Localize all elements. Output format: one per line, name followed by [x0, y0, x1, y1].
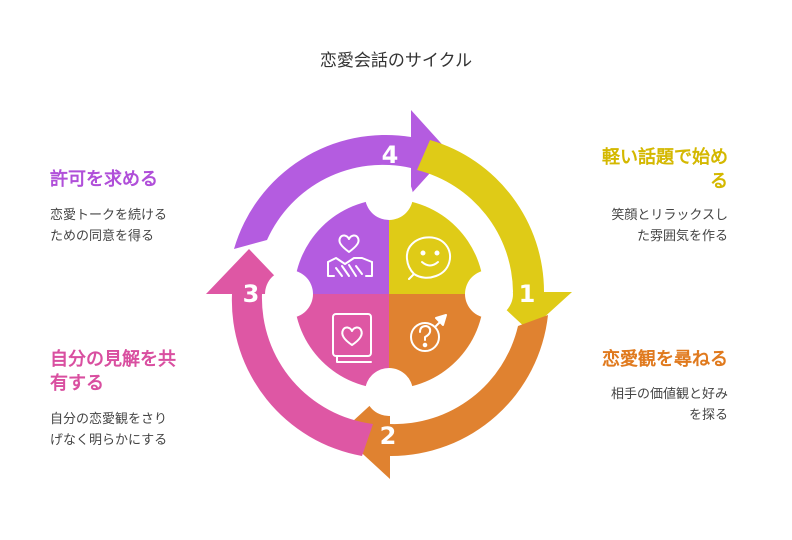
step1-desc-line2: た雰囲気を作る [636, 229, 728, 244]
step3-heading: 自分の見解を共 有する [50, 348, 176, 396]
smiling-speech-bubble-icon [406, 236, 452, 280]
step2-heading: 恋愛観を尋ねる [602, 348, 728, 372]
step2-arrow [340, 315, 548, 479]
connector-right [465, 270, 513, 318]
step3-arrow [206, 249, 373, 456]
step1-heading: 軽い話題で始め る [602, 146, 728, 194]
step3-number: 3 [243, 280, 260, 308]
question-gender-icon [410, 314, 447, 352]
step1-number: 1 [519, 280, 536, 308]
step3-heading-line1: 自分の見解を共 [50, 349, 176, 370]
step3-quadrant [294, 294, 389, 389]
connector-left [265, 270, 313, 318]
connectors [265, 172, 513, 416]
step4-number: 4 [382, 141, 399, 169]
step2-description: 相手の価値観と好み を探る [611, 384, 728, 426]
step1-description: 笑顔とリラックスし た雰囲気を作る [611, 205, 728, 247]
step1-arrow [417, 140, 572, 331]
inner-circle [294, 199, 484, 389]
step3-heading-line2: 有する [50, 373, 104, 394]
step1-desc-line1: 笑顔とリラックスし [611, 208, 728, 223]
step3-desc-line2: げなく明らかにする [50, 433, 168, 448]
step2-heading-line1: 恋愛観を尋ねる [602, 349, 728, 370]
step4-desc-line1: 恋愛トークを続ける [50, 208, 168, 223]
step4-heading-line1: 許可を求める [50, 169, 158, 190]
connector-top [365, 172, 413, 220]
heart-book-icon [332, 313, 372, 363]
heart-handshake-icon [327, 234, 373, 277]
step4-heading: 許可を求める [50, 168, 158, 192]
step1-heading-line2: る [710, 171, 728, 192]
step3-description: 自分の恋愛観をさり げなく明らかにする [50, 409, 167, 451]
step2-quadrant [389, 294, 484, 389]
step1-quadrant [389, 199, 484, 294]
step2-desc-line1: 相手の価値観と好み [610, 387, 728, 402]
step4-description: 恋愛トークを続ける ための同意を得る [50, 205, 167, 247]
connector-bottom [365, 368, 413, 416]
diagram-title: 恋愛会話のサイクル [319, 51, 473, 71]
step4-arrow [234, 110, 449, 249]
step3-desc-line1: 自分の恋愛観をさり [50, 412, 168, 427]
step2-desc-line2: を探る [688, 408, 728, 423]
step2-number: 2 [380, 422, 397, 450]
step1-heading-line1: 軽い話題で始め [602, 147, 728, 168]
step4-desc-line2: ための同意を得る [50, 229, 155, 244]
